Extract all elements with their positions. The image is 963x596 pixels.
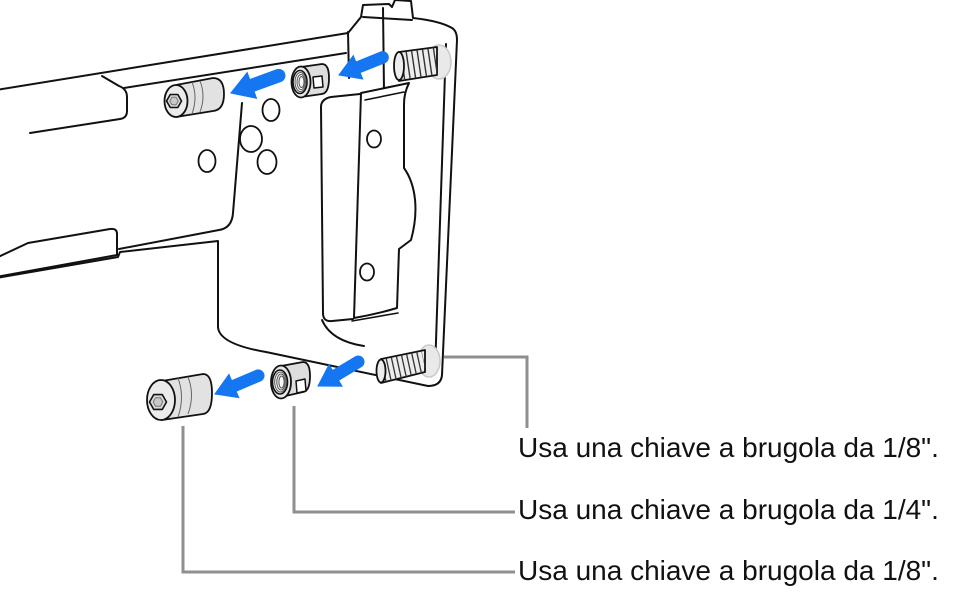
bracket-tab-fold bbox=[382, 7, 385, 92]
inner-rail-segment bbox=[0, 227, 118, 278]
bottom-fastener-row bbox=[146, 344, 441, 421]
rail-plate-fold-line bbox=[118, 102, 243, 250]
threaded-stud bbox=[393, 46, 438, 82]
callout-leader-line-1 bbox=[444, 355, 529, 428]
rail-top-fold-line bbox=[123, 52, 347, 89]
bracket-tab-base bbox=[362, 16, 413, 21]
callout-label-2: Usa una chiave a brugola da 1/4". bbox=[518, 494, 939, 525]
left-arrow-icon bbox=[209, 363, 264, 407]
socket-screw bbox=[163, 77, 225, 118]
callout-label-1: Usa una chiave a brugola da 1/8". bbox=[518, 432, 939, 463]
latch-top-fold bbox=[364, 91, 405, 101]
threaded-stud bbox=[375, 349, 426, 384]
rail-hole bbox=[261, 98, 281, 122]
bracket-right-fold bbox=[434, 43, 447, 372]
latch-hole bbox=[366, 129, 382, 149]
callout-label-3: Usa una chiave a brugola da 1/8". bbox=[518, 555, 939, 586]
rail-hole bbox=[239, 125, 263, 153]
bracket-slot-opening bbox=[320, 93, 361, 323]
threaded-standoff bbox=[270, 361, 311, 400]
threaded-standoff bbox=[290, 63, 330, 99]
rail-hole bbox=[197, 149, 217, 173]
callout-leader-line-3 bbox=[181, 426, 515, 574]
bracket-lower-fold bbox=[321, 319, 365, 347]
latch-hole bbox=[359, 262, 375, 282]
latch-bottom-fold bbox=[351, 312, 399, 322]
rail-flange-corner bbox=[29, 75, 128, 134]
socket-screw bbox=[146, 373, 213, 421]
callout-leader-line-2 bbox=[292, 406, 515, 514]
top-fastener-row bbox=[163, 44, 452, 118]
rail-hole bbox=[256, 149, 278, 175]
